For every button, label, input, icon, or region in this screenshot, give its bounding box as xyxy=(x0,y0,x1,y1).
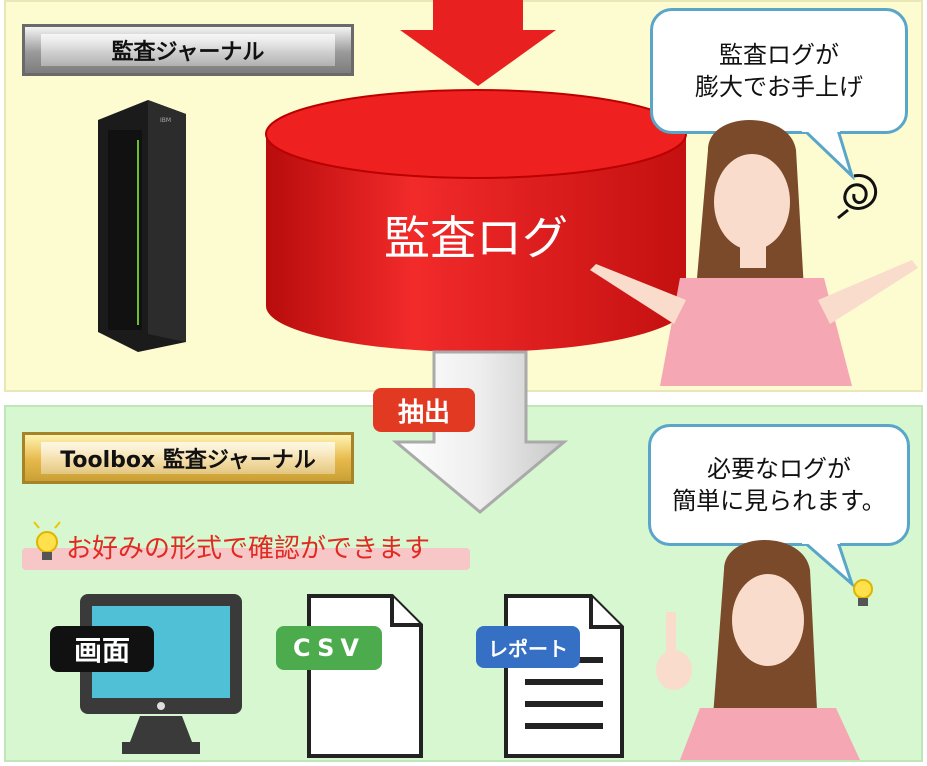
lightbulb-icon xyxy=(33,521,61,560)
bubble-tail-icon xyxy=(801,542,855,588)
lightbulb-icon xyxy=(853,579,873,606)
server-icon: IBM xyxy=(98,100,186,352)
top-speech-line-2: 膨大でお手上げ xyxy=(695,73,863,101)
arrow-down-icon xyxy=(400,0,556,86)
tip-highlight xyxy=(22,548,470,570)
bottom-speech-line-1: 必要なログが xyxy=(707,454,851,483)
database-label: 監査ログ xyxy=(384,211,568,265)
report-document-icon xyxy=(504,594,624,758)
top-title: 監査ジャーナル xyxy=(111,40,265,65)
monitor-icon xyxy=(80,594,242,754)
svg-text:IBM: IBM xyxy=(160,117,171,124)
tip-text: お好みの形式で確認ができます xyxy=(66,534,431,564)
bottom-title: Toolbox 監査ジャーナル xyxy=(60,448,316,473)
frustration-scribble-icon xyxy=(837,174,877,220)
bottom-speech-line-2: 簡単に見られます。 xyxy=(672,487,886,515)
woman-shrugging-icon xyxy=(590,120,918,386)
top-speech-line-1: 監査ログが xyxy=(719,40,839,69)
top-speech-bubble: 監査ログが 膨大でお手上げ xyxy=(650,8,908,134)
bottom-title-badge: Toolbox 監査ジャーナル xyxy=(22,432,354,484)
woman-pointing-icon xyxy=(656,540,860,760)
top-title-badge: 監査ジャーナル xyxy=(22,24,354,76)
output-csv-label: CSV xyxy=(276,626,382,670)
bottom-speech-bubble: 必要なログが 簡単に見られます。 xyxy=(648,424,910,546)
extract-arrow-icon xyxy=(392,350,568,514)
bubble-tail-icon xyxy=(801,130,855,180)
output-report-label: レポート xyxy=(476,626,580,668)
csv-file-icon xyxy=(307,594,423,758)
output-screen-label: 画面 xyxy=(50,626,154,672)
extract-label: 抽出 xyxy=(373,388,475,432)
database-icon xyxy=(265,89,687,352)
